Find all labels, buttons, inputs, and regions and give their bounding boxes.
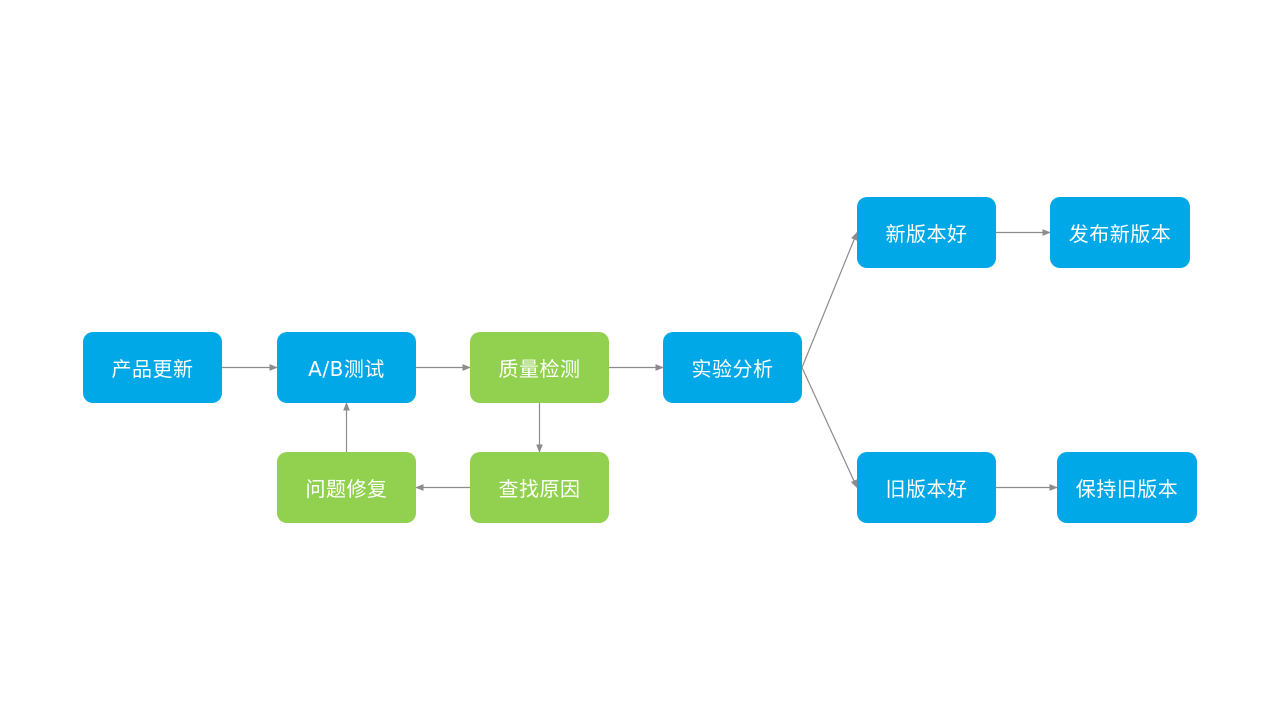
edge-experiment-analysis-to-new-version-better [801,231,858,368]
node-old-version-better: 旧版本好 [857,452,996,523]
node-find-cause: 查找原因 [470,452,609,523]
edge-experiment-analysis-to-old-version-better [801,367,858,489]
node-release-new-version: 发布新版本 [1050,197,1190,268]
node-label: 保持旧版本 [1075,477,1179,501]
node-product-update: 产品更新 [83,332,222,403]
node-label: 产品更新 [111,357,194,381]
node-experiment-analysis: 实验分析 [663,332,802,403]
node-label: 新版本好 [885,222,968,246]
node-label: 旧版本好 [885,477,968,501]
node-label: 质量检测 [498,357,581,381]
node-label: 发布新版本 [1068,222,1172,246]
node-bug-fix: 问题修复 [277,452,416,523]
edge-layer [222,229,1058,491]
node-ab-test: A/B测试 [277,332,416,403]
node-label: A/B测试 [308,357,385,381]
node-quality-check: 质量检测 [470,332,609,403]
node-new-version-better: 新版本好 [857,197,996,268]
node-label: 问题修复 [305,477,388,501]
node-label: 查找原因 [498,477,581,501]
node-label: 实验分析 [691,357,774,381]
node-keep-old-version: 保持旧版本 [1057,452,1197,523]
